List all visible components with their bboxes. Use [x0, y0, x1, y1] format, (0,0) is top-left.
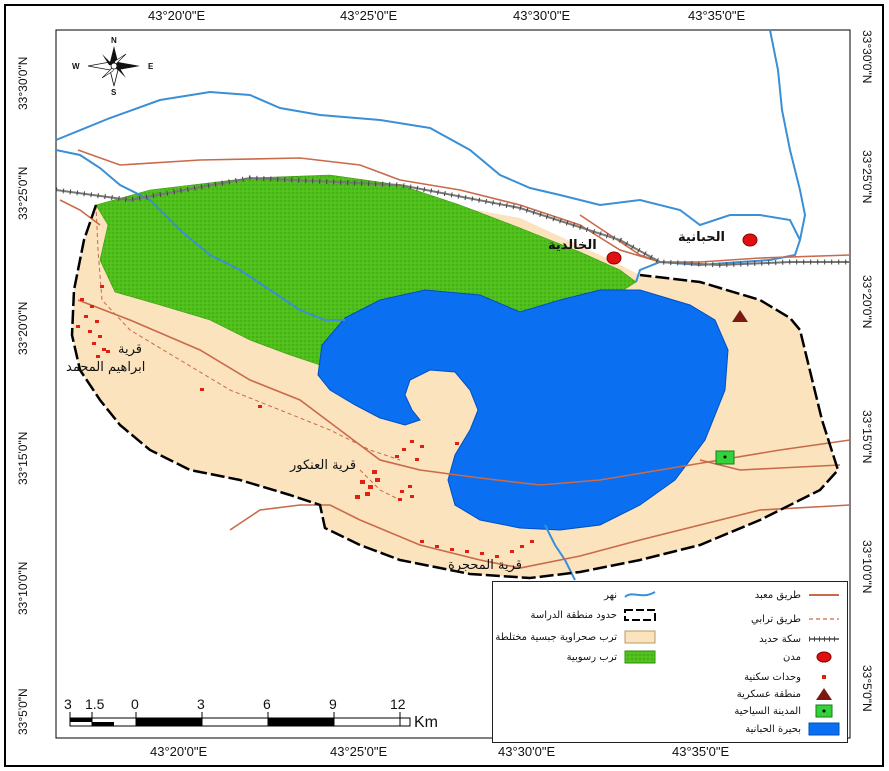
- coord-left-4: 33°15'0"N: [16, 431, 30, 485]
- housing-units: [76, 285, 534, 558]
- compass-e: E: [148, 62, 154, 71]
- coord-right-1: 33°30'0"N: [860, 30, 874, 84]
- legend-sediment-soil-label: ترب رسوبية: [566, 651, 617, 663]
- legend-sediment-soil: ترب رسوبية: [567, 650, 657, 664]
- railway: [55, 175, 850, 268]
- scale-unit: Km: [414, 714, 438, 731]
- railway-icon: [807, 632, 841, 646]
- legend-dirt-road: طريق ترابي: [751, 612, 841, 626]
- river-icon: [623, 588, 657, 602]
- study-area-boundary: [70, 204, 840, 580]
- dirt-road-icon: [807, 612, 841, 626]
- euphrates-river: [55, 149, 345, 321]
- housing-icon: [807, 670, 841, 684]
- coord-top-4: 43°35'0"E: [688, 8, 746, 23]
- coord-top-1: 43°20'0"E: [148, 8, 206, 23]
- coord-left-2: 33°25'0"N: [16, 166, 30, 220]
- coord-bottom-1: 43°20'0"E: [150, 744, 208, 759]
- scale-tick-6: 12: [390, 696, 406, 712]
- coord-left-6: 33°5'0"N: [16, 688, 30, 735]
- legend-dirt-road-label: طريق ترابي: [751, 613, 801, 625]
- legend-lake-label: بحيرة الحبانية: [745, 723, 801, 735]
- coord-left-5: 33°10'0"N: [16, 561, 30, 615]
- sediment-soil-icon: [623, 650, 657, 664]
- paved-road-icon: [807, 588, 841, 602]
- lake-icon: [807, 722, 841, 736]
- city-habbaniya-marker[interactable]: [742, 233, 758, 247]
- legend-lake: بحيرة الحبانية: [745, 722, 841, 736]
- label-habbaniya: الحبانية: [678, 230, 725, 245]
- map-area-border: [55, 29, 851, 739]
- compass-rose-icon: [87, 46, 140, 87]
- label-village-ibrahim-1: قرية: [118, 342, 142, 357]
- coord-right-5: 33°10'0"N: [860, 540, 874, 594]
- coord-right-6: 33°5'0"N: [860, 665, 874, 712]
- tourist-city-dot: [723, 455, 727, 459]
- legend-paved-road: طريق معبد: [755, 588, 841, 602]
- coord-right-3: 33°20'0"N: [860, 275, 874, 329]
- legend-river-label: نهر: [604, 589, 617, 601]
- military-icon: [807, 687, 841, 701]
- label-khaldiya: الخالدية: [548, 238, 597, 253]
- compass-s: S: [111, 88, 117, 97]
- military-area-marker[interactable]: [732, 310, 748, 322]
- label-village-ankur: قرية العنكور: [290, 458, 357, 473]
- tourist-city-icon: [807, 704, 841, 718]
- scale-tick-4: 6: [263, 696, 271, 712]
- map-legend: طريق معبد طريق ترابي سكة حديد مدن وحدات …: [492, 581, 848, 743]
- coord-top-3: 43°30'0"E: [513, 8, 571, 23]
- legend-cities: مدن: [783, 650, 841, 664]
- compass-w: W: [72, 62, 80, 71]
- dirt-roads: [95, 204, 401, 501]
- legend-river: نهر: [604, 588, 657, 602]
- legend-tourist: المدينة السياحية: [734, 704, 841, 718]
- paved-roads: [59, 149, 851, 569]
- legend-study-area-label: حدود منطقة الدراسة: [530, 609, 618, 621]
- legend-paved-road-label: طريق معبد: [754, 589, 801, 601]
- coord-left-3: 33°20'0"N: [16, 301, 30, 355]
- legend-military: منطقة عسكرية: [737, 687, 841, 701]
- coord-bottom-3: 43°30'0"E: [498, 744, 556, 759]
- legend-study-area: حدود منطقة الدراسة: [531, 608, 658, 622]
- coord-bottom-2: 43°25'0"E: [330, 744, 388, 759]
- river-branch-east: [769, 29, 807, 241]
- coord-right-4: 33°15'0"N: [860, 410, 874, 464]
- legend-military-label: منطقة عسكرية: [736, 688, 801, 700]
- city-khaldiya-marker[interactable]: [606, 251, 622, 265]
- legend-tourist-label: المدينة السياحية: [734, 705, 801, 717]
- legend-railway: سكة حديد: [759, 632, 841, 646]
- coord-right-2: 33°25'0"N: [860, 150, 874, 204]
- legend-housing: وحدات سكنية: [744, 670, 841, 684]
- coord-left-1: 33°30'0"N: [16, 56, 30, 110]
- legend-desert-soil: ترب صحراوية جبسية مختلطة: [495, 630, 657, 644]
- river-outlet-south: [544, 524, 576, 581]
- compass-n: N: [111, 36, 117, 45]
- legend-desert-soil-label: ترب صحراوية جبسية مختلطة: [495, 631, 617, 643]
- label-village-mahjara: قرية المحجرة: [448, 558, 522, 573]
- scale-tick-3: 3: [197, 696, 205, 712]
- scale-tick-0: 3: [64, 696, 72, 712]
- scale-bar: [69, 712, 411, 727]
- coord-bottom-4: 43°35'0"E: [672, 744, 730, 759]
- habbaniya-lake: [317, 289, 729, 531]
- scale-tick-2: 0: [131, 696, 139, 712]
- scale-tick-1: 1.5: [85, 696, 105, 712]
- legend-cities-label: مدن: [783, 651, 801, 663]
- coord-top-2: 43°25'0"E: [340, 8, 398, 23]
- desert-soil-icon: [623, 630, 657, 644]
- study-area-icon: [623, 608, 657, 622]
- city-icon: [807, 650, 841, 664]
- scale-tick-5: 9: [329, 696, 337, 712]
- legend-railway-label: سكة حديد: [759, 633, 801, 645]
- label-village-ibrahim-2: ابراهيم المحمد: [66, 360, 146, 375]
- legend-housing-label: وحدات سكنية: [744, 671, 801, 683]
